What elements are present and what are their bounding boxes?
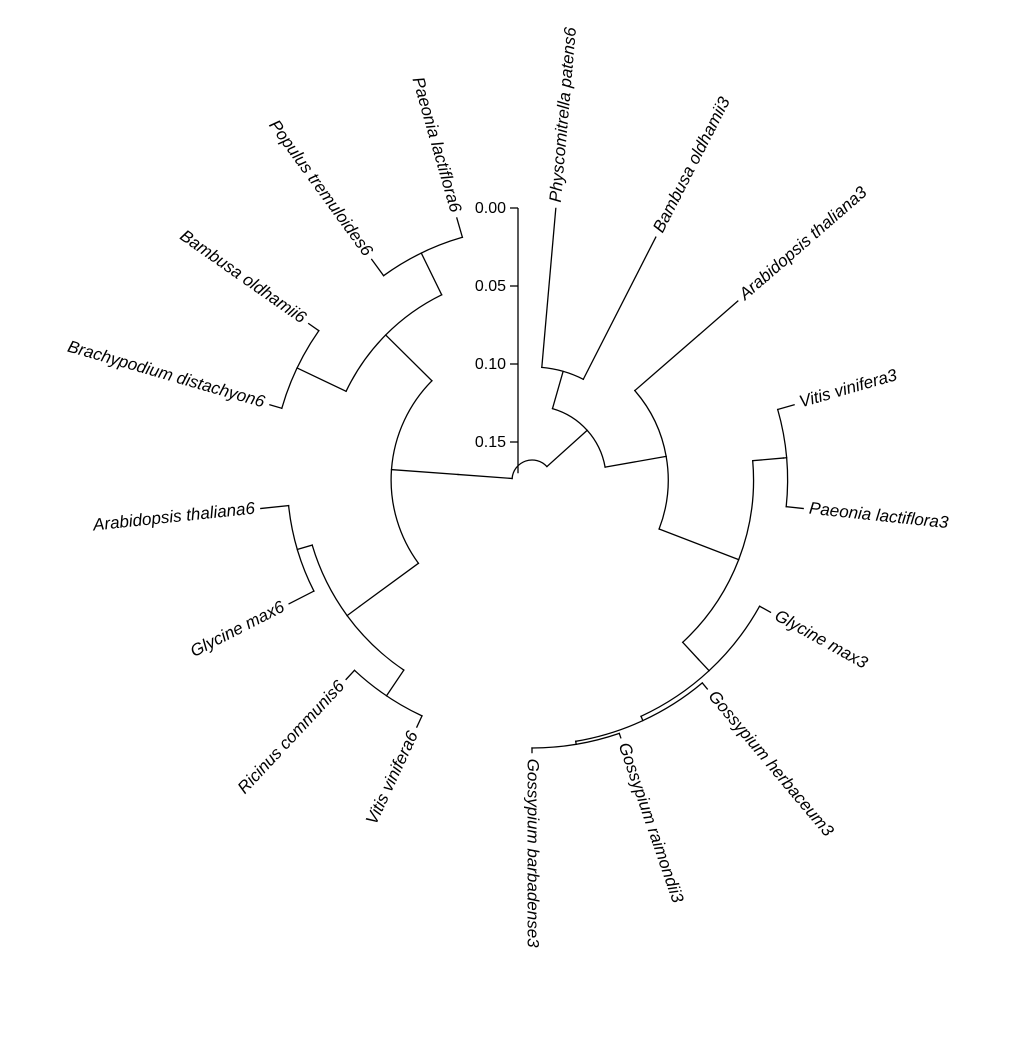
tip-label: Gossypium raimondii3 [615,740,688,906]
branch-radial [698,300,739,336]
scale-axis: 0.00 0.05 0.10 0.15 [475,200,519,474]
branch-radial [658,528,740,561]
tip-label: Physcomitrella patens6 [546,26,580,203]
branch-arc [390,379,433,565]
branch-radial [288,590,315,605]
branch-radial [457,473,513,480]
branch-radial [776,403,795,411]
tip-label: Populus tremuloides6 [265,116,377,260]
tip-label: Brachypodium distachyon6 [66,337,268,412]
branch-arc [681,459,755,644]
branch-radial [307,322,320,332]
branch-radial [681,641,700,661]
tip-label: Paeonia lactiflora3 [808,499,950,533]
scale-tick-label: 0.00 [475,200,506,217]
branch-radial [604,455,667,468]
branch-arc [551,407,606,468]
branch-radial [370,258,385,277]
branch-radial [260,504,290,510]
branch-radial [269,403,283,410]
scale-tick-label: 0.10 [475,356,506,373]
branch-radial [346,605,361,617]
branch-arc [511,459,548,480]
branch-radial [582,236,657,381]
tip-label: Ricinus communis6 [234,676,349,797]
branch-arc [633,389,669,530]
scale-tick-label: 0.15 [475,434,506,451]
branch-radial [358,562,420,608]
branch-radial [551,370,564,410]
branch-radial [345,669,356,681]
branch-radial [545,429,589,468]
branch-radial [385,669,405,697]
branch-radial [415,715,423,728]
branch-arc [311,544,405,672]
branch-arc [345,293,443,393]
branch-radial [701,681,709,690]
scale-tick-label: 0.05 [475,278,506,295]
branch-radial [785,505,804,510]
branch-radial [633,333,701,392]
branch-radial [296,367,347,393]
branch-radial [390,468,459,476]
tree-branches [260,207,804,754]
branch-radial [758,605,772,614]
tip-label: Arabidopsis thaliana3 [735,182,871,304]
branch-arc [640,605,761,718]
branch-arc [287,504,315,592]
tip-label: Gossypium herbaceum3 [705,687,838,841]
branch-arc [541,366,585,381]
branch-radial [751,457,785,462]
tip-label: Gossypium barbadense3 [524,759,543,949]
branch-arc [353,669,423,717]
branch-radial [618,732,622,739]
tip-label: Glycine max6 [187,597,288,661]
branch-radial [697,658,711,672]
branch-arc [382,236,464,277]
tip-label: Paeonia lactiflora6 [408,75,465,215]
branch-radial [640,715,644,722]
branch-radial [455,217,464,239]
tip-label: Bambusa oldhamii6 [177,226,311,328]
branch-arc [280,329,320,410]
branch-arc [776,408,789,508]
tip-labels: Gossypium barbadense3 Gossypium raimondii… [66,26,950,948]
branch-radial [384,334,433,382]
tip-label: Bambusa oldhamii3 [649,93,734,235]
tip-label: Glycine max3 [772,606,872,673]
tip-label: Vitis vinifera3 [797,365,900,411]
branch-arc [574,681,704,743]
tip-label: Arabidopsis thaliana6 [91,499,256,535]
branch-radial [420,252,443,296]
branch-arc [531,732,621,749]
tip-label: Vitis vinifera6 [362,728,422,828]
branch-radial [541,207,557,369]
branch-radial [296,544,314,551]
